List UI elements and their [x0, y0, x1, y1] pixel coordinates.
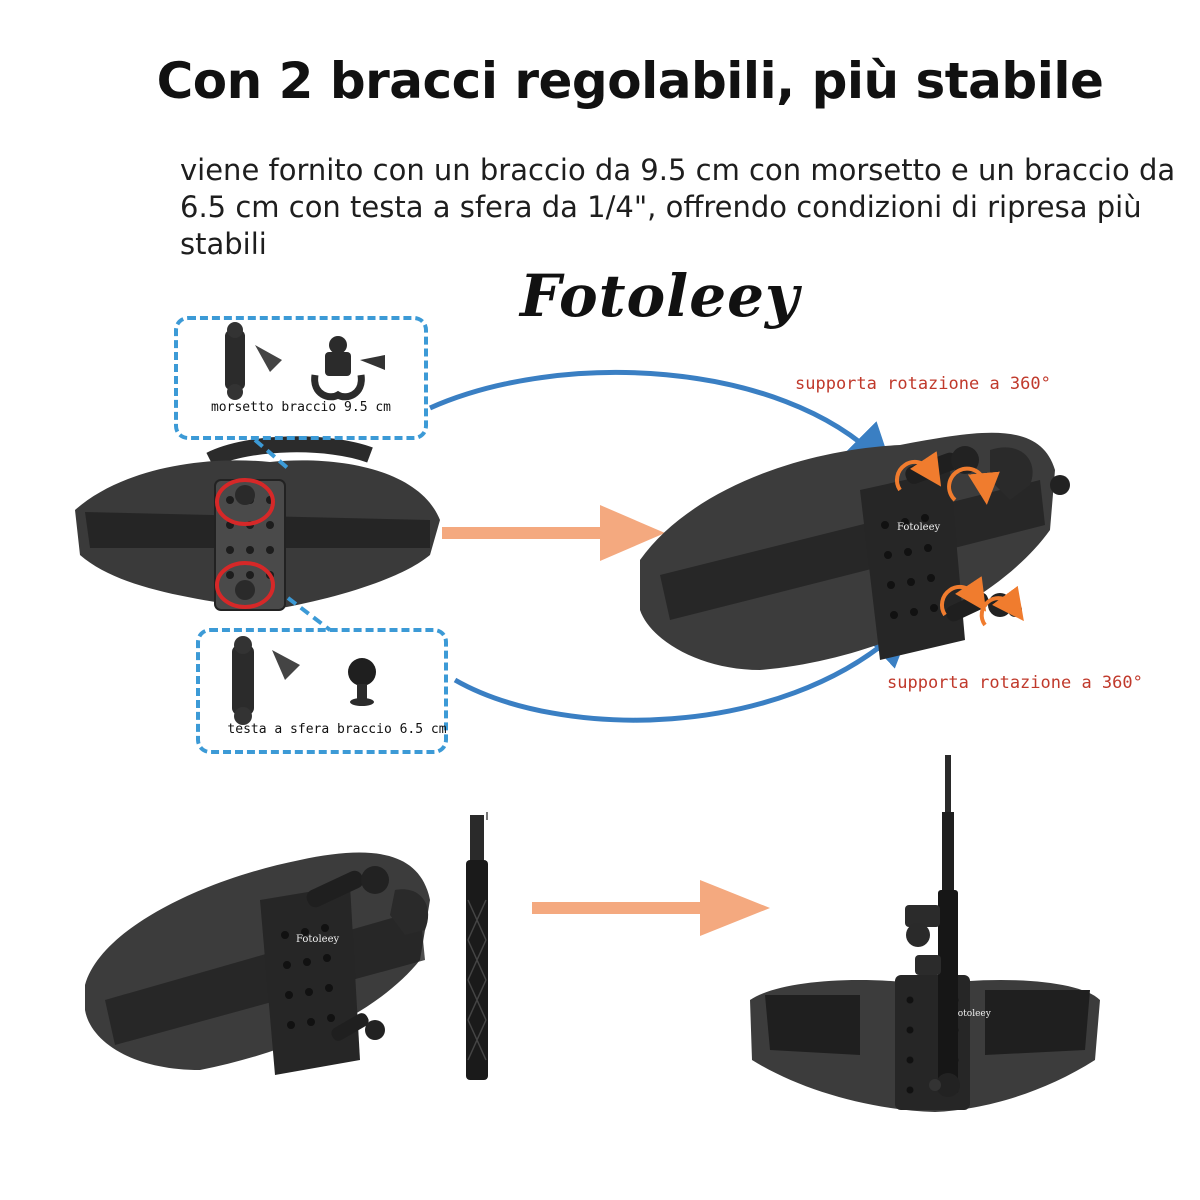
belt-icon: Fotoleey [640, 432, 1070, 670]
belt-icon [75, 436, 440, 611]
rotation-label-bottom: supporta rotazione a 360° [887, 673, 1143, 693]
arrow-right-icon [532, 880, 770, 936]
clamp-arm-caption: morsetto braccio 9.5 cm [210, 400, 391, 415]
belt-icon: Fotoleey [750, 755, 1100, 1112]
page-title: Con 2 bracci regolabili, più stabile [156, 52, 1104, 110]
rotation-arrow-icon [894, 451, 1024, 627]
rotation-label-top: supporta rotazione a 360° [795, 374, 1051, 394]
mount-point-highlight [215, 478, 275, 526]
ball-head-icon [232, 636, 376, 725]
curved-arrow-icon [453, 616, 915, 723]
arrow-right-icon [442, 505, 665, 561]
ball-head-accessory-box: testa a sfera braccio 6.5 cm [196, 628, 448, 754]
plate-brand-label: Fotoleey [952, 1009, 992, 1019]
extension-pole-icon [466, 812, 488, 1080]
brand-logo: Fotoleey [520, 262, 800, 330]
clamp-arm-icon [225, 322, 385, 401]
plate-brand-label: Fotoleey [296, 934, 339, 945]
curved-arrow-icon [428, 369, 895, 475]
belt-icon: Fotoleey [85, 852, 430, 1075]
ball-head-caption: testa a sfera braccio 6.5 cm [227, 722, 447, 737]
clamp-arm-accessory-box: morsetto braccio 9.5 cm [174, 316, 428, 440]
mount-point-highlight [215, 561, 275, 609]
plate-brand-label: Fotoleey [897, 522, 940, 533]
product-description: viene fornito con un braccio da 9.5 cm c… [180, 153, 1176, 261]
